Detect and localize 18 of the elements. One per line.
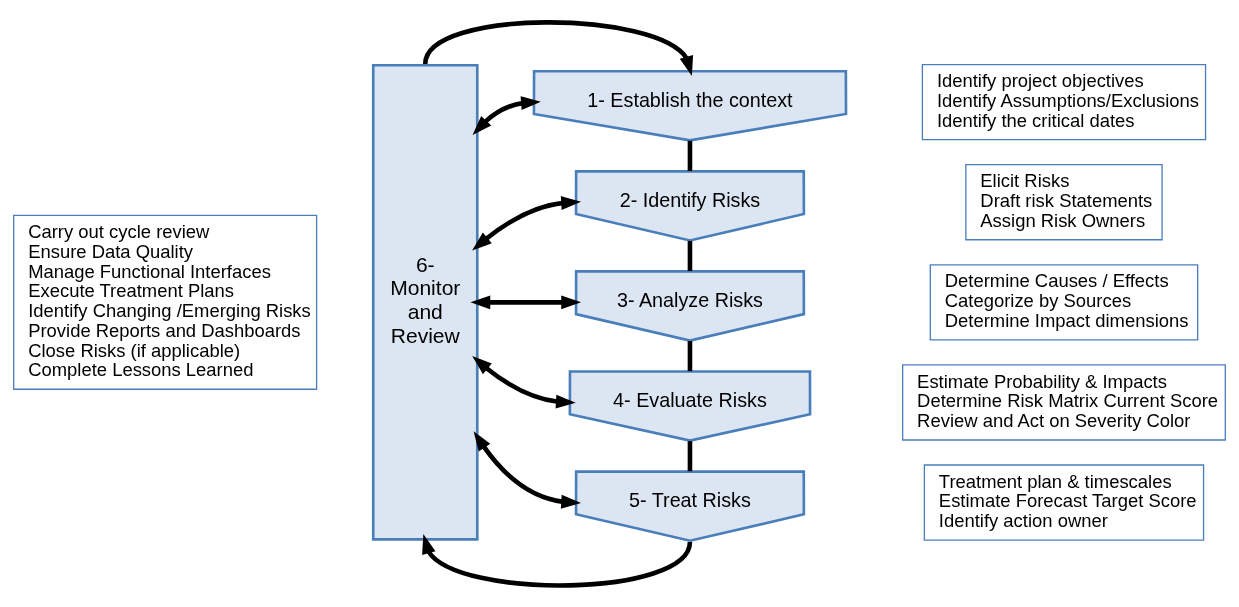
node-box: 6- Monitor and Review — [371, 63, 479, 541]
arrow — [423, 19, 694, 76]
connector — [687, 140, 693, 171]
node-box: Treatment plan & timescales Estimate Forecast Target Score Identify action owner — [923, 463, 1205, 541]
node-box: Carry out cycle review Ensure Data Quality Manage Functional Interfaces Execute Treatment Plans Identify Changing /Emerging Risks Provide Reports and Dashboards Close Risks (if applicable) Complete Lessons Learned — [13, 214, 318, 390]
arrow — [470, 294, 582, 309]
arrow — [422, 533, 693, 588]
connector — [687, 440, 693, 471]
node-box: Determine Causes / Effects Categorize by Sources Determine Impact dimensions — [929, 263, 1199, 341]
connector — [687, 340, 693, 371]
connector — [687, 240, 693, 271]
arrow — [472, 195, 581, 251]
arrow — [472, 95, 541, 135]
arrow — [472, 355, 576, 409]
arrow — [473, 430, 582, 509]
node-box: Elicit Risks Draft risk Statements Assign Risk Owners — [965, 163, 1163, 240]
node-box: Identify project objectives Identify Assumptions/Exclusions Identify the critical dates — [921, 63, 1207, 140]
node-box: Estimate Probability & Impacts Determine Risk Matrix Current Score Review and Act on Severity Color — [902, 363, 1226, 441]
